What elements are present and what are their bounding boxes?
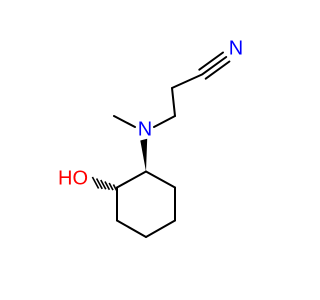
bond-ch2-ch2 [171, 87, 176, 117]
triple-bond-line-2 [198, 51, 224, 71]
triple-bond-line-1 [201, 56, 228, 76]
hash-line-2 [108, 182, 114, 191]
nitrile-nitrogen-label: N [229, 37, 243, 59]
triple-bond-line-3 [204, 60, 231, 80]
hashed-bond-hydroxyl [91, 176, 118, 191]
hash-line-5 [95, 178, 103, 190]
hash-line-4 [100, 179, 107, 190]
bond-ch2-n [153, 115, 176, 128]
molecule-canvas: N N HO [58, 37, 244, 238]
nitrile-triple-bond [198, 51, 231, 80]
hash-line-3 [104, 181, 111, 191]
ring-bond-4 [116, 219, 147, 238]
ring-bond-1 [145, 170, 176, 189]
bond-ch2-cn [171, 73, 203, 89]
hash-line-6 [91, 176, 100, 189]
ring-bond-6 [116, 170, 147, 189]
bond-n-methyl [113, 115, 136, 128]
amine-nitrogen-label: N [138, 118, 152, 140]
hydroxyl-label: HO [58, 167, 88, 189]
ring-bond-3 [145, 219, 176, 238]
wedge-bond-amine [140, 138, 148, 172]
hash-line-1 [112, 184, 118, 191]
molecule-structure: N N HO [58, 37, 243, 238]
